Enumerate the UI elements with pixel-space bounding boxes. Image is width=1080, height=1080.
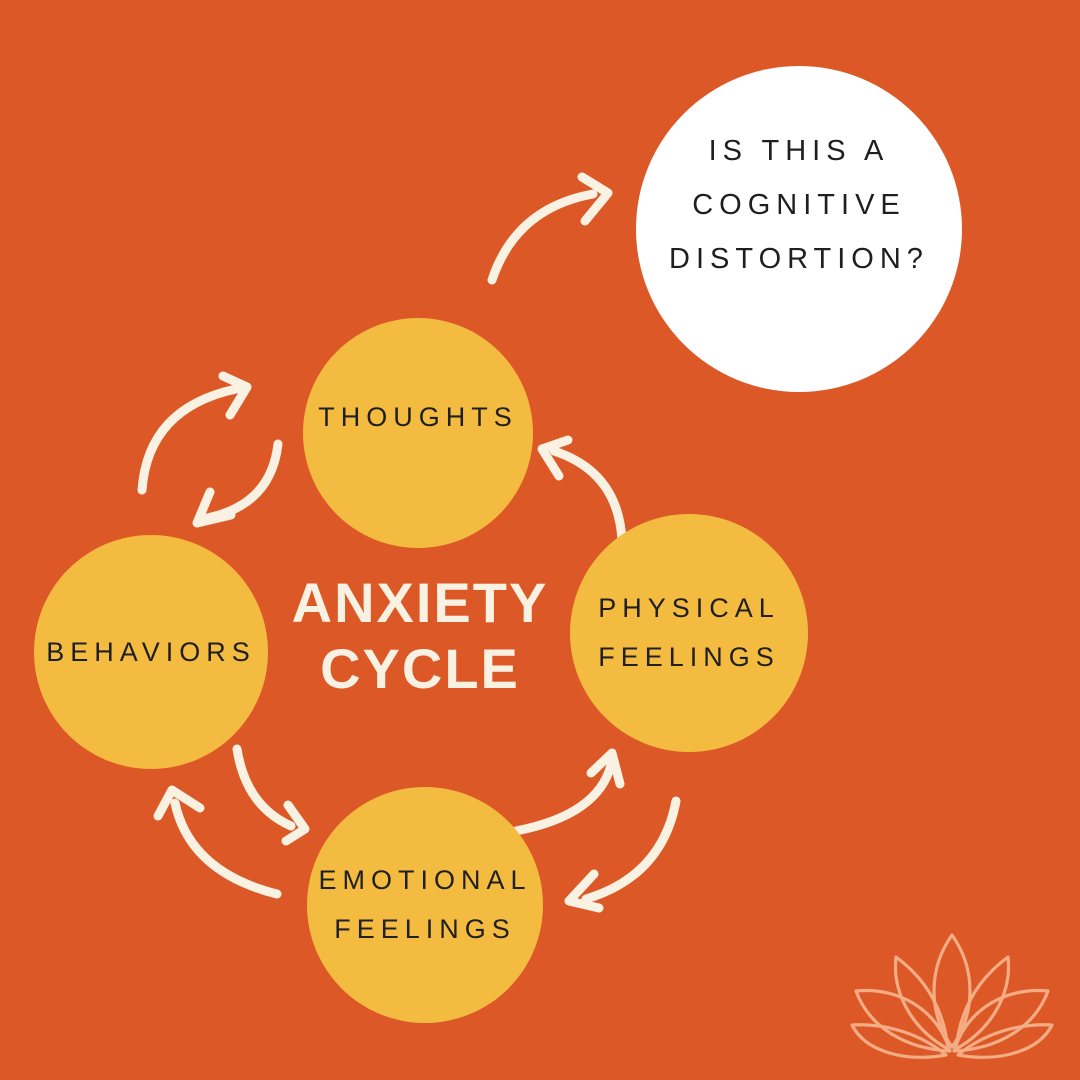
bubble-line-3: DISTORTION? (669, 243, 929, 275)
node-emotional-feelings: EMOTIONAL FEELINGS (307, 787, 543, 1023)
physical-to-thoughts-arrow (549, 446, 627, 545)
lotus-petal-inner-right (954, 955, 1011, 1051)
thoughts-to-question-arrow-head (577, 172, 613, 226)
bubble-line-2: COGNITIVE (692, 189, 906, 221)
lotus-petal-center (932, 933, 972, 1049)
cognitive-distortion-bubble: IS THIS A COGNITIVE DISTORTION? (636, 66, 962, 392)
lotus-petal-outer-left (854, 988, 952, 1053)
physical-to-emotional-arrow-head (564, 869, 604, 913)
physical-to-thoughts-arrow-head (537, 435, 573, 481)
node-emotional-feelings-label: EMOTIONAL FEELINGS (318, 856, 531, 954)
node-physical-line-1: PHYSICAL (598, 593, 780, 623)
lotus-leaf-right (956, 1023, 1054, 1059)
emotional-to-behaviors-arrow (170, 798, 282, 899)
node-thoughts-label: THOUGHTS (318, 393, 518, 442)
node-thoughts: THOUGHTS (303, 318, 533, 548)
cycle-arrows (137, 172, 681, 913)
behaviors-to-emotional-arrow-head (281, 800, 310, 846)
node-physical-feelings: PHYSICAL FEELINGS (570, 514, 808, 752)
behaviors-to-thoughts-arrow-head (218, 371, 252, 420)
node-emotional-line-1: EMOTIONAL (318, 865, 532, 895)
node-physical-feelings-label: PHYSICAL FEELINGS (598, 584, 780, 682)
emotional-to-physical-arrow (511, 760, 616, 836)
thoughts-to-behaviors-arrow (202, 439, 283, 523)
behaviors-to-emotional-arrow (232, 744, 296, 831)
thoughts-to-question-arrow (487, 189, 598, 285)
emotional-to-physical-arrow-head (586, 748, 625, 789)
node-behaviors-line-1: BEHAVIORS (46, 636, 256, 667)
node-thoughts-line-1: THOUGHTS (318, 401, 518, 432)
node-emotional-line-2: FEELINGS (334, 914, 516, 944)
behaviors-to-thoughts-arrow (137, 384, 241, 495)
node-physical-line-2: FEELINGS (598, 642, 780, 672)
lotus-leaf-left (850, 1023, 948, 1059)
bubble-line-1: IS THIS A (708, 135, 890, 167)
physical-to-emotional-arrow (581, 796, 681, 904)
title-line-1: ANXIETY (291, 571, 549, 634)
cognitive-distortion-label: IS THIS A COGNITIVE DISTORTION? (669, 124, 929, 286)
thoughts-to-behaviors-arrow-head (192, 487, 236, 528)
node-behaviors: BEHAVIORS (34, 535, 268, 769)
lotus-petal-outer-right (952, 988, 1050, 1053)
page-title: ANXIETY CYCLE (220, 570, 620, 702)
title-line-2: CYCLE (320, 637, 520, 700)
lotus-icon (850, 933, 1054, 1059)
lotus-petal-inner-left (893, 955, 950, 1051)
emotional-to-behaviors-arrow-head (153, 785, 205, 821)
node-behaviors-label: BEHAVIORS (46, 628, 256, 677)
